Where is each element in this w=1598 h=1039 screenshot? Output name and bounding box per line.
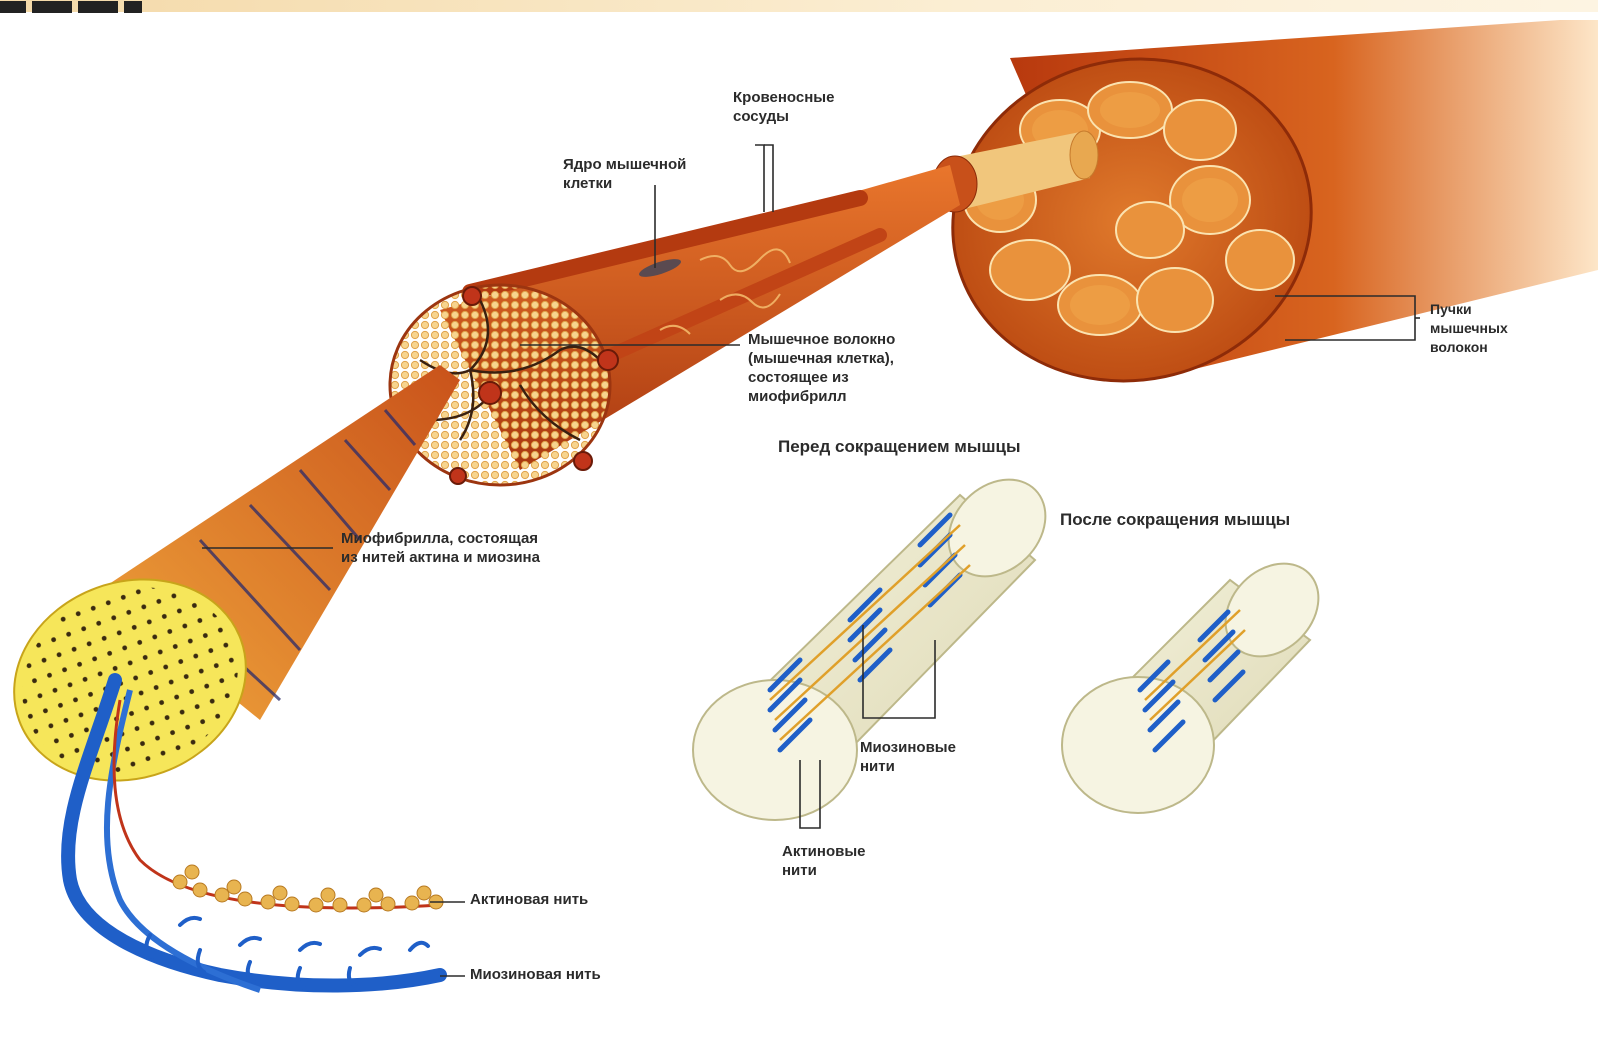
filaments-illustration [68, 680, 443, 990]
heading-before-contraction: Перед сокращением мышцы [778, 437, 1021, 457]
label-fiber-bundles: Пучки мышечных волокон [1430, 300, 1508, 357]
label-blood-vessels: Кровеносные сосуды [733, 88, 834, 126]
heading-after-contraction: После сокращения мышцы [1060, 510, 1290, 530]
label-myosin-filaments: Миозиновые нити [860, 738, 956, 776]
label-myofibril: Миофибрилла, состоящая из нитей актина и… [341, 529, 540, 567]
myofibril [0, 365, 460, 812]
label-myosin-filament: Миозиновая нить [470, 965, 601, 984]
label-nucleus: Ядро мышечной клетки [563, 155, 686, 193]
label-actin-filaments: Актиновые нити [782, 842, 866, 880]
label-muscle-fiber: Мышечное волокно (мышечная клетка), сост… [748, 330, 895, 406]
label-actin-filament: Актиновая нить [470, 890, 588, 909]
contracted-sarcomere-diagram [1062, 545, 1337, 813]
